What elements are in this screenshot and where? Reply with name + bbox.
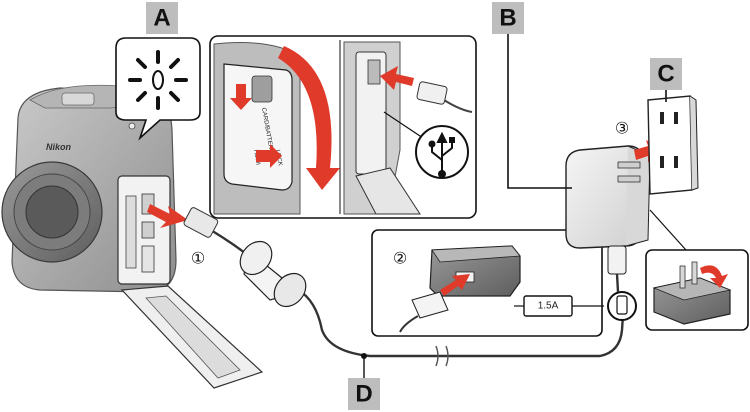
wall-outlet-slot-2 [674,112,678,124]
prong-inset-pointer [649,209,687,251]
callout-b: B [492,2,524,34]
ac-adapter-prong-2 [617,175,641,183]
adapter-plug-inset: ② 1.5A [371,229,604,337]
wall-outlet-slot-3 [660,156,664,168]
usb-icon [428,131,455,178]
camera: Nikon [1,84,264,389]
door-inset-cable [443,99,473,113]
charge-lamp-blink-icon [128,50,188,110]
door-inset-right-door [355,167,421,215]
ac-adapter-side [625,145,651,247]
wall-outlet [647,95,699,195]
prong-inset-prong-2 [691,261,698,285]
callout-c: C [650,58,682,90]
door-inset-usb-plug [416,81,448,105]
usb-cable-ferrite-core [239,240,307,308]
prong-inset-prong-1 [679,265,686,289]
wall-outlet-plate [647,95,693,195]
camera-battery-lock [141,245,155,273]
wall-outlet-slot-1 [660,112,664,124]
callout-d-dot [361,353,367,359]
step-3-marker: ③ [615,119,629,138]
camera-hdmi-port [141,221,155,239]
rating-pointer-plug [616,295,628,315]
step-1-marker: ① [191,249,205,268]
door-inset-lock-slider [251,75,273,103]
callout-d: D [348,378,380,410]
ac-adapter-cable-plug [607,245,627,275]
adapter-plug-inset-usb-plug [411,291,449,319]
adapter-plug-inset-adapter-top [431,245,521,263]
camera-insert-arrow [147,204,188,228]
callout-c-label: C [657,61,674,88]
adapter-plug-inset-cable [399,315,419,333]
callout-b-label: B [499,5,516,32]
usb-pointer-line [383,111,427,141]
door-inset: CARD/BATTERY HDMI LOCK [209,35,477,219]
door-slide-down-arrow [230,84,252,110]
prong-inset-fold-arrow [700,265,728,288]
door-open-arrow [278,46,340,190]
ac-adapter [565,140,664,293]
charge-lamp-callout [115,37,201,141]
usb-cable-camera-plug [183,207,219,238]
wall-outlet-edge [689,95,699,191]
callout-b-pointer [507,30,572,189]
door-inset-right-port [367,59,381,85]
ac-adapter-cable-stub [615,273,620,293]
usb-cable-break-mark [435,345,449,367]
ac-adapter-prong-1 [617,161,641,169]
step-2-marker: ② [393,249,407,268]
rating-label: 1.5A [514,295,604,317]
adapter-plug-inset-arrow [440,274,470,296]
prong-inset [645,249,749,331]
camera-top-button [61,92,95,106]
door-slide-right-arrow [256,144,282,168]
camera-card-slot [125,195,137,269]
wall-outlet-slot-4 [674,156,678,168]
camera-battery-door-inner [145,295,241,379]
door-inset-insert-arrow [380,66,414,90]
camera-brand-label: Nikon [46,142,72,152]
rating-label-text: 1.5A [538,301,559,312]
callout-a-label: A [153,5,170,32]
camera-charge-lamp [128,122,136,130]
camera-lens-glass [25,185,79,239]
callout-a: A [146,2,178,34]
usb-cable [183,207,626,378]
callout-d-label: D [355,381,372,408]
charge-lamp-symbol [152,70,164,90]
